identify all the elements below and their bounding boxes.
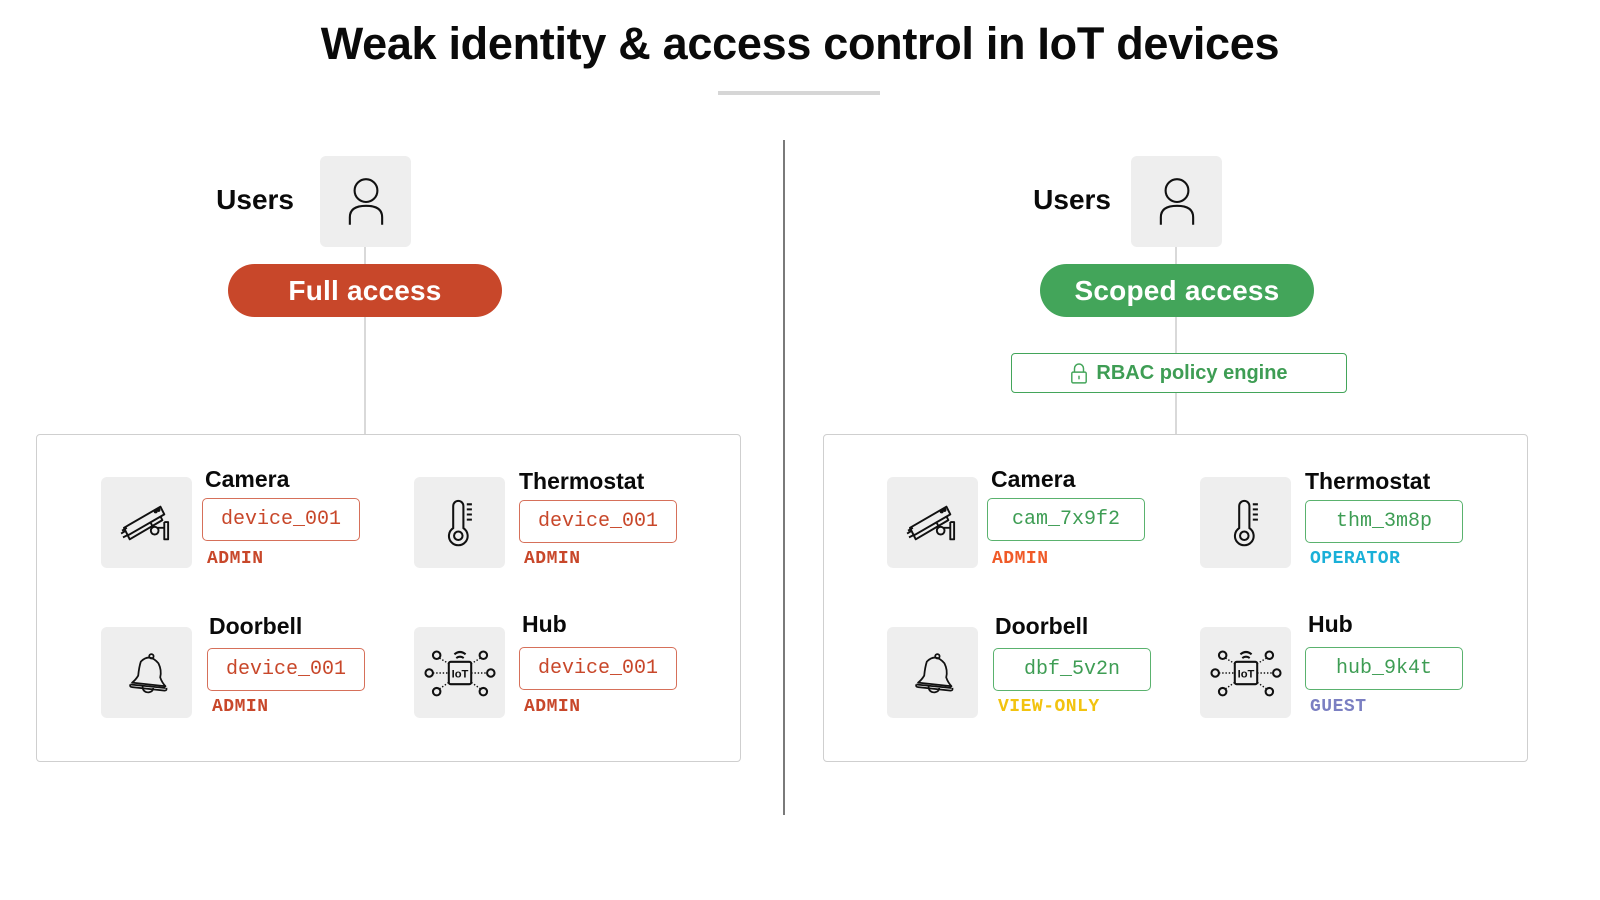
device-name: Doorbell (995, 613, 1089, 639)
rbac-policy-engine: RBAC policy engine (1011, 353, 1347, 393)
hub-tile (414, 627, 505, 718)
device-id: dbf_5v2n (993, 648, 1151, 691)
thermostat-tile (414, 477, 505, 568)
user-icon (1158, 177, 1196, 227)
device-name: Doorbell (209, 613, 303, 639)
doorbell-tile (101, 627, 192, 718)
device-name: Thermostat (519, 468, 645, 494)
device-id: hub_9k4t (1305, 647, 1463, 690)
device-role: ADMIN (212, 697, 269, 717)
users-node (1131, 156, 1222, 247)
title-underline (718, 91, 880, 95)
bell-icon (911, 651, 955, 695)
thermometer-icon (443, 496, 477, 550)
device-role: ADMIN (524, 697, 581, 717)
users-label: Users (216, 184, 294, 215)
device-id: device_001 (207, 648, 365, 691)
camera-tile (887, 477, 978, 568)
users-node (320, 156, 411, 247)
connector-line (364, 246, 366, 434)
security-camera-icon (118, 499, 176, 547)
device-role: VIEW-ONLY (998, 697, 1100, 717)
device-name: Camera (205, 466, 290, 492)
iot-hub-icon (422, 645, 498, 701)
device-role: OPERATOR (1310, 549, 1401, 569)
camera-tile (101, 477, 192, 568)
security-camera-icon (904, 499, 962, 547)
device-role: ADMIN (207, 549, 264, 569)
thermometer-icon (1229, 496, 1263, 550)
device-name: Camera (991, 466, 1076, 492)
device-role: ADMIN (992, 549, 1049, 569)
device-id: device_001 (519, 500, 677, 543)
full-access-pill: Full access (228, 264, 502, 317)
rbac-label: RBAC policy engine (1096, 361, 1288, 384)
device-role: GUEST (1310, 697, 1367, 717)
thermostat-tile (1200, 477, 1291, 568)
users-label: Users (1033, 184, 1111, 215)
lock-icon (1070, 362, 1088, 384)
user-icon (347, 177, 385, 227)
doorbell-tile (887, 627, 978, 718)
device-id: device_001 (519, 647, 677, 690)
page-title: Weak identity & access control in IoT de… (320, 18, 1280, 69)
bell-icon (125, 651, 169, 695)
device-name: Hub (1308, 611, 1353, 637)
connector-line (1175, 246, 1177, 434)
hub-tile (1200, 627, 1291, 718)
device-id: thm_3m8p (1305, 500, 1463, 543)
device-id: cam_7x9f2 (987, 498, 1145, 541)
device-name: Thermostat (1305, 468, 1431, 494)
scoped-access-pill: Scoped access (1040, 264, 1314, 317)
center-divider (783, 140, 785, 815)
device-role: ADMIN (524, 549, 581, 569)
device-name: Hub (522, 611, 567, 637)
device-id: device_001 (202, 498, 360, 541)
iot-hub-icon (1208, 645, 1284, 701)
